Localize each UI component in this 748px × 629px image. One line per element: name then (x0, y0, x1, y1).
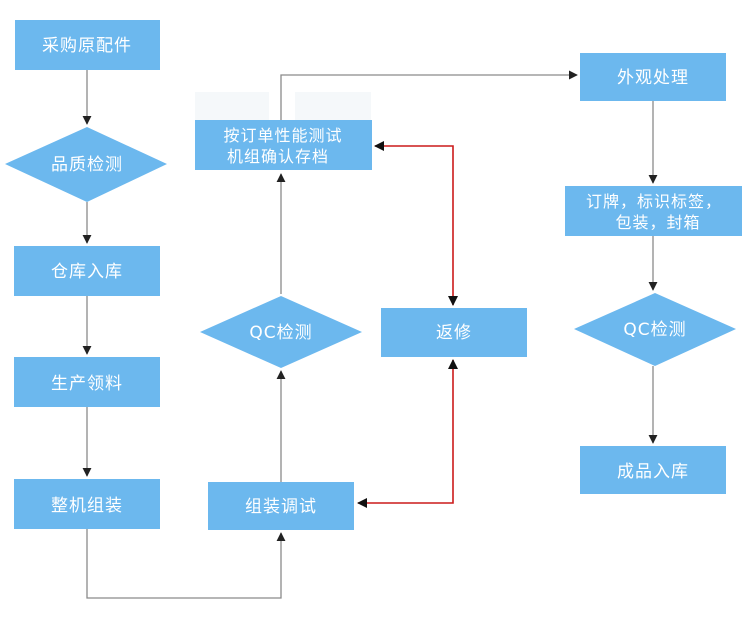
node-rework: 返修 (381, 308, 527, 357)
edge-test-to-appearance (280, 70, 578, 120)
node-production-material-pick-label: 生产领料 (51, 374, 123, 394)
node-warehouse-in-label: 仓库入库 (51, 262, 123, 282)
node-labeling-packing-line2: 包装，封箱 (615, 213, 700, 232)
node-qc-inspection-2-label: QC检测 (623, 320, 686, 340)
node-finished-goods-in-label: 成品入库 (617, 462, 689, 482)
node-qc-inspection-1: QC检测 (200, 296, 362, 368)
node-whole-machine-assembly-label: 整机组装 (51, 496, 123, 516)
node-qc-inspection-2: QC检测 (574, 293, 736, 366)
edge-assembly-to-debug (86, 529, 286, 599)
node-appearance-processing-label: 外观处理 (617, 68, 689, 88)
node-labeling-packing: 订牌，标识标签， 包装，封箱 (565, 186, 742, 236)
node-performance-test: 按订单性能测试 机组确认存档 (195, 92, 372, 170)
node-rework-label: 返修 (436, 323, 472, 343)
node-qc-inspection-1-label: QC检测 (249, 323, 312, 343)
node-assembly-debug-label: 组装调试 (245, 497, 317, 517)
node-finished-goods-in: 成品入库 (580, 446, 726, 494)
node-labeling-packing-line1: 订牌，标识标签， (586, 192, 722, 211)
node-performance-test-line1: 按订单性能测试 (223, 126, 342, 145)
node-whole-machine-assembly: 整机组装 (14, 479, 160, 529)
node-production-material-pick: 生产领料 (14, 357, 160, 407)
edge-rework-debug (357, 359, 458, 508)
edge-rework-test (374, 141, 458, 306)
node-quality-inspection-label: 品质检测 (51, 155, 123, 175)
node-purchase-parts-label: 采购原配件 (42, 36, 132, 56)
node-warehouse-in: 仓库入库 (14, 246, 160, 296)
node-performance-test-line2: 机组确认存档 (227, 147, 329, 166)
node-appearance-processing: 外观处理 (580, 53, 726, 101)
node-assembly-debug: 组装调试 (208, 482, 354, 530)
node-quality-inspection: 品质检测 (5, 127, 167, 202)
node-purchase-parts: 采购原配件 (15, 20, 160, 70)
